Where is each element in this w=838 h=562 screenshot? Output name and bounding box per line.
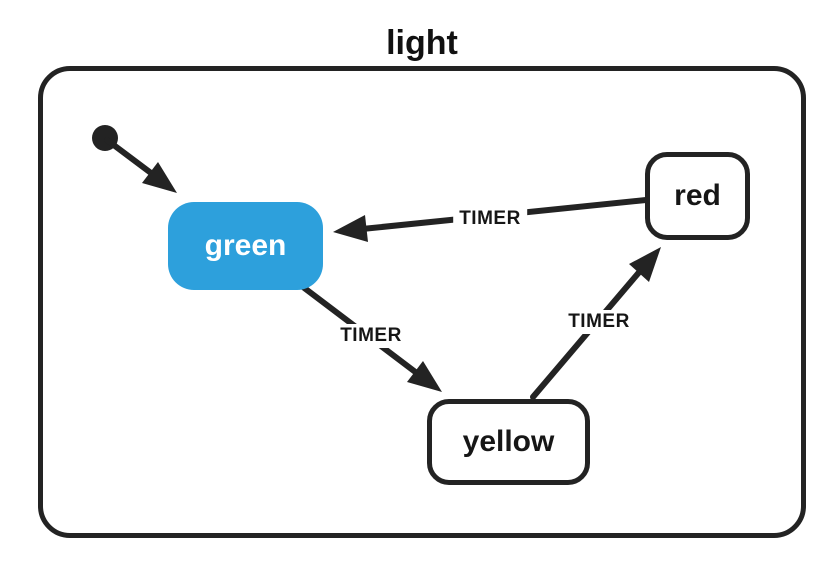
arrowhead-red-to-green xyxy=(333,215,368,242)
initial-transition-arrow xyxy=(92,125,177,193)
state-node-red[interactable]: red xyxy=(645,152,750,240)
arrowhead-yellow-to-red xyxy=(629,247,661,282)
machine-container xyxy=(38,66,806,538)
machine-title: light xyxy=(386,24,458,62)
state-node-green[interactable]: green xyxy=(168,202,323,290)
arrowhead-green-to-yellow xyxy=(407,361,442,392)
transition-label-red-green[interactable]: TIMER xyxy=(453,207,527,231)
transition-label-yellow-red[interactable]: TIMER xyxy=(562,310,636,334)
arrowhead-initial-to-green xyxy=(142,162,177,193)
transition-label-green-yellow[interactable]: TIMER xyxy=(334,324,408,348)
state-label-red: red xyxy=(674,179,721,212)
state-node-yellow[interactable]: yellow xyxy=(427,399,590,485)
state-label-yellow: yellow xyxy=(462,425,555,458)
state-label-green: green xyxy=(204,229,287,262)
